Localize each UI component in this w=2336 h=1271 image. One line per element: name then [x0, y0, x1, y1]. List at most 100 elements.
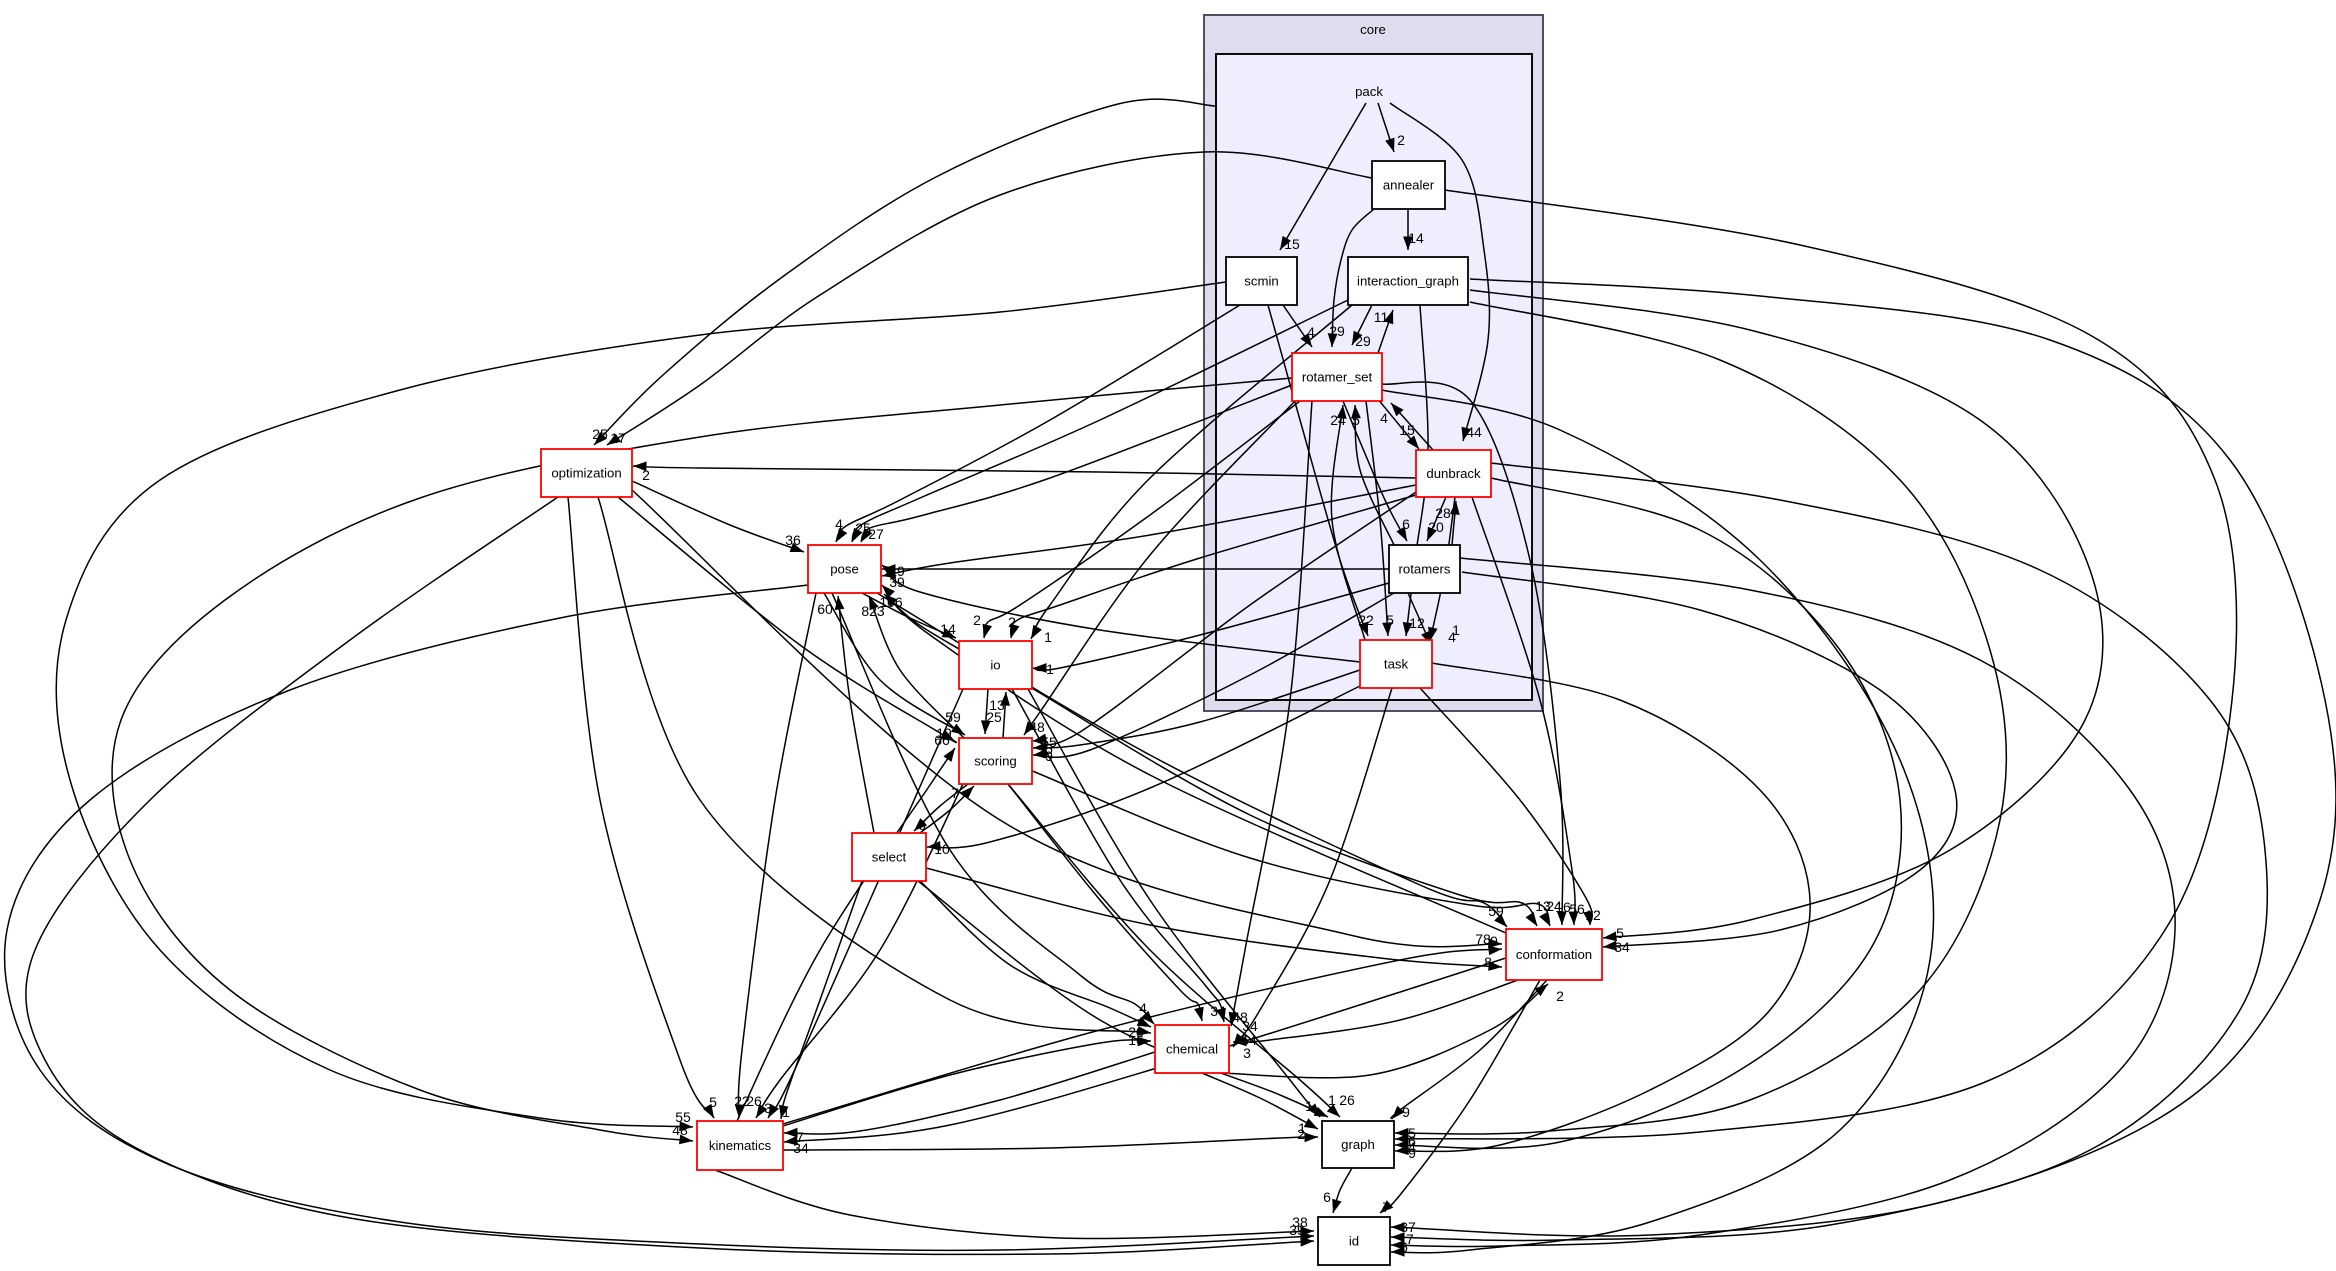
svg-text:26: 26: [1339, 1092, 1355, 1108]
svg-text:20: 20: [1128, 1024, 1144, 1040]
svg-text:4: 4: [835, 516, 843, 532]
svg-text:22: 22: [734, 1093, 750, 1109]
svg-text:pack: pack: [1355, 84, 1383, 99]
svg-text:15: 15: [1399, 422, 1415, 438]
svg-text:6: 6: [1402, 516, 1410, 532]
svg-text:48: 48: [1029, 719, 1045, 735]
svg-text:2: 2: [1397, 132, 1405, 148]
svg-text:25: 25: [986, 709, 1002, 725]
svg-text:io: io: [990, 658, 1000, 673]
svg-text:34: 34: [1614, 939, 1630, 955]
svg-text:5: 5: [1408, 1125, 1416, 1141]
svg-text:5: 5: [1045, 741, 1053, 757]
svg-text:10: 10: [934, 841, 950, 857]
svg-text:annealer: annealer: [1383, 178, 1435, 193]
svg-text:7: 7: [1382, 1199, 1390, 1215]
svg-text:59: 59: [945, 709, 961, 725]
svg-text:2: 2: [1008, 614, 1016, 630]
svg-text:60: 60: [817, 601, 833, 617]
svg-text:24: 24: [1330, 412, 1346, 428]
svg-text:2: 2: [1297, 1126, 1305, 1142]
svg-text:16: 16: [1555, 899, 1571, 915]
svg-text:2: 2: [1556, 988, 1564, 1004]
svg-text:9: 9: [1402, 1104, 1410, 1120]
svg-text:59: 59: [1488, 903, 1504, 919]
svg-text:6: 6: [1408, 1133, 1416, 1149]
svg-text:13: 13: [989, 697, 1005, 713]
svg-text:4: 4: [1408, 1139, 1416, 1155]
svg-text:1: 1: [1452, 622, 1460, 638]
svg-text:1: 1: [1044, 629, 1052, 645]
svg-text:1: 1: [782, 1104, 790, 1120]
svg-text:6: 6: [1323, 1189, 1331, 1205]
svg-text:29: 29: [1355, 333, 1371, 349]
svg-text:interaction_graph: interaction_graph: [1357, 274, 1459, 289]
svg-text:rotamers: rotamers: [1398, 562, 1450, 577]
svg-text:chemical: chemical: [1166, 1042, 1218, 1057]
svg-text:38: 38: [1292, 1214, 1308, 1230]
svg-text:3: 3: [764, 1100, 772, 1116]
svg-text:dunbrack: dunbrack: [1426, 466, 1481, 481]
svg-text:1: 1: [1298, 1120, 1306, 1136]
svg-text:5: 5: [1352, 412, 1360, 428]
svg-text:44: 44: [1466, 424, 1482, 440]
svg-text:66: 66: [934, 732, 950, 748]
svg-text:4: 4: [1307, 324, 1315, 340]
svg-text:29: 29: [1329, 323, 1345, 339]
svg-text:conformation: conformation: [1516, 947, 1592, 962]
svg-text:7: 7: [796, 1129, 804, 1145]
svg-text:56: 56: [1569, 901, 1585, 917]
svg-text:5: 5: [1616, 925, 1624, 941]
svg-text:26: 26: [746, 1093, 762, 1109]
svg-text:4: 4: [1300, 1230, 1308, 1246]
svg-text:12: 12: [1409, 615, 1425, 631]
svg-text:optimization: optimization: [551, 466, 621, 481]
svg-text:9: 9: [1490, 933, 1498, 949]
svg-text:8: 8: [1484, 954, 1492, 970]
svg-text:1: 1: [1046, 661, 1054, 677]
svg-text:55: 55: [675, 1109, 691, 1125]
svg-text:22: 22: [1358, 612, 1374, 628]
svg-text:16: 16: [1128, 1032, 1144, 1048]
svg-text:37: 37: [1400, 1219, 1416, 1235]
svg-text:48: 48: [672, 1122, 688, 1138]
svg-text:36: 36: [785, 532, 801, 548]
svg-text:24: 24: [1546, 898, 1562, 914]
svg-text:core: core: [1360, 22, 1386, 37]
svg-text:5: 5: [709, 1094, 717, 1110]
svg-text:4: 4: [1448, 629, 1456, 645]
svg-text:9: 9: [1408, 1145, 1416, 1161]
svg-text:2: 2: [973, 612, 981, 628]
svg-text:select: select: [872, 850, 907, 865]
svg-text:2: 2: [642, 467, 650, 483]
svg-text:11: 11: [1374, 309, 1389, 325]
svg-text:5: 5: [1386, 612, 1394, 628]
svg-text:scoring: scoring: [974, 754, 1017, 769]
svg-text:15: 15: [1284, 236, 1300, 252]
svg-text:kinematics: kinematics: [709, 1138, 772, 1153]
svg-text:scmin: scmin: [1244, 274, 1278, 289]
svg-text:7: 7: [951, 785, 959, 801]
svg-text:rotamer_set: rotamer_set: [1302, 370, 1373, 385]
svg-text:17: 17: [610, 430, 626, 446]
svg-text:14: 14: [940, 621, 956, 637]
svg-text:1: 1: [1305, 1098, 1313, 1114]
svg-text:39: 39: [1289, 1222, 1305, 1238]
svg-text:task: task: [1384, 657, 1409, 672]
svg-text:pose: pose: [830, 562, 859, 577]
svg-text:1: 1: [1328, 1092, 1336, 1108]
svg-text:34: 34: [793, 1140, 809, 1156]
svg-text:6: 6: [918, 817, 926, 833]
svg-text:id: id: [1349, 1234, 1359, 1249]
svg-text:14: 14: [1408, 230, 1424, 246]
svg-text:27: 27: [868, 526, 884, 542]
svg-text:12: 12: [1585, 907, 1601, 923]
svg-text:823: 823: [861, 603, 885, 619]
svg-text:20: 20: [1428, 519, 1444, 535]
svg-text:78: 78: [1475, 931, 1491, 947]
svg-text:54: 54: [1241, 1032, 1257, 1048]
svg-text:4: 4: [1139, 1000, 1147, 1016]
svg-text:28: 28: [1435, 505, 1451, 521]
svg-text:39: 39: [889, 574, 905, 590]
svg-text:graph: graph: [1341, 1137, 1375, 1152]
